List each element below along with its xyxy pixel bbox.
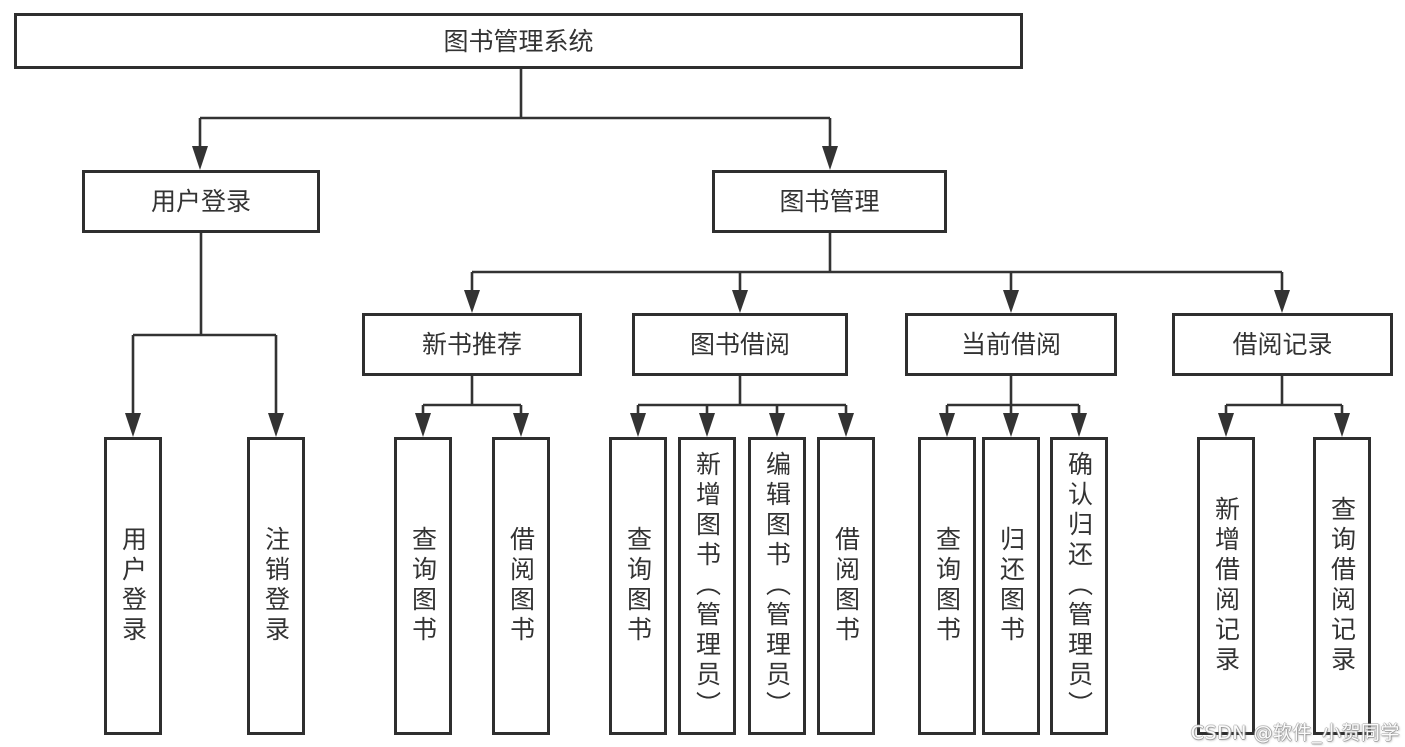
leaf-add-borrow-record: 新增借阅记录 [1197,437,1255,735]
leaf-user-login-label: 用户登录 [118,526,148,646]
leaf-confirm-return-admin: 确认归还（管理员） [1050,437,1108,735]
node-borrow-records-label: 借阅记录 [1232,330,1333,359]
node-root-label: 图书管理系统 [443,26,594,56]
node-new-book-recommend-label: 新书推荐 [421,330,522,359]
node-book-management: 图书管理 [712,170,947,233]
leaf-query-borrow-record-label: 查询借阅记录 [1327,496,1357,676]
node-current-borrow-label: 当前借阅 [960,330,1061,359]
edges-book-management-branch [464,233,1290,313]
leaf-borrow-books-recommend: 借阅图书 [492,437,550,735]
edges-user-login-branch [125,233,284,437]
leaf-user-login: 用户登录 [104,437,162,735]
leaf-query-books-recommend: 查询图书 [394,437,452,735]
leaf-logout: 注销登录 [247,437,305,735]
leaf-query-borrow-record: 查询借阅记录 [1313,437,1371,735]
edges-book-borrow-branch [630,376,854,437]
leaf-borrow-books-borrow: 借阅图书 [817,437,875,735]
leaf-query-books-recommend-label: 查询图书 [408,526,438,646]
leaf-confirm-return-admin-label: 确认归还（管理员） [1064,451,1094,721]
leaf-borrow-books-borrow-label: 借阅图书 [831,526,861,646]
node-book-borrow-label: 图书借阅 [689,330,790,359]
leaf-edit-book-admin: 编辑图书（管理员） [748,437,806,735]
leaf-logout-label: 注销登录 [261,526,291,646]
watermark: CSDN @软件_小贺同学 [1190,722,1400,744]
leaf-query-books-borrow-label: 查询图书 [623,526,653,646]
node-borrow-records: 借阅记录 [1172,313,1393,376]
edges-new-book-recommend-branch [415,376,529,437]
leaf-query-books-current: 查询图书 [918,437,976,735]
node-current-borrow: 当前借阅 [905,313,1117,376]
leaf-query-books-borrow: 查询图书 [609,437,667,735]
node-user-login-label: 用户登录 [150,187,251,216]
leaf-add-book-admin: 新增图书（管理员） [678,437,736,735]
leaf-add-borrow-record-label: 新增借阅记录 [1211,496,1241,676]
node-book-borrow: 图书借阅 [632,313,848,376]
leaf-return-book: 归还图书 [982,437,1040,735]
leaf-query-books-current-label: 查询图书 [932,526,962,646]
leaf-borrow-books-recommend-label: 借阅图书 [506,526,536,646]
leaf-edit-book-admin-label: 编辑图书（管理员） [762,451,792,721]
node-user-login: 用户登录 [82,170,320,233]
node-root: 图书管理系统 [14,13,1023,69]
edges-root-branch [192,68,838,170]
leaf-add-book-admin-label: 新增图书（管理员） [692,451,722,721]
leaf-return-book-label: 归还图书 [996,526,1026,646]
edges-borrow-records-branch [1218,376,1350,437]
node-new-book-recommend: 新书推荐 [362,313,582,376]
node-book-management-label: 图书管理 [779,187,880,216]
edges-current-borrow-branch [939,376,1087,437]
